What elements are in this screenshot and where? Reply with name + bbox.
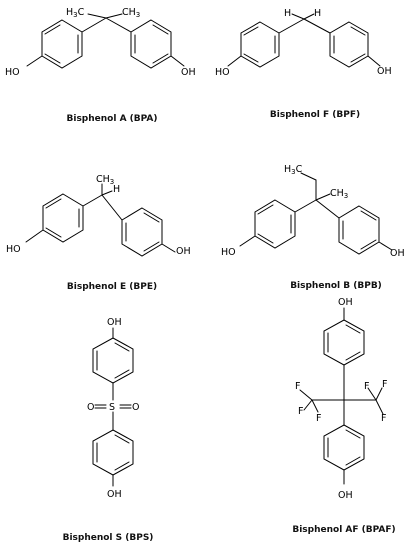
bps-top-ring xyxy=(92,337,134,384)
molecule-bpf: H H HO OH Bisphenol F (BPF) xyxy=(215,8,392,120)
bpa-methyl-right: CH3 xyxy=(122,7,140,19)
bpb-left-ring xyxy=(254,199,296,249)
bpa-hydroxyl-left: HO xyxy=(5,67,20,78)
molecule-bpa: H3C CH3 HO OH Bisphenol A (BPA) xyxy=(5,7,196,124)
bpb-ethyl-methyl: H3C xyxy=(284,164,303,176)
bpaf-top-ring xyxy=(323,319,365,366)
bpaf-caption: Bisphenol AF (BPAF) xyxy=(292,525,395,535)
bps-hydroxyl-bottom: OH xyxy=(107,489,122,500)
bpa-methyl-left: H3C xyxy=(66,7,85,19)
bpb-hydroxyl-left: HO xyxy=(221,247,236,258)
bpaf-fluorine-5: F xyxy=(382,379,387,390)
molecule-bpb: H3C CH3 HO OH Bisphenol B (BPB) xyxy=(221,164,405,291)
molecule-bpe: CH3 H HO OH Bisphenol E (BPE) xyxy=(6,174,191,292)
bpb-methyl: CH3 xyxy=(330,188,348,200)
bpf-hydrogen-right: H xyxy=(314,8,321,19)
bps-oxygen-right: O xyxy=(132,402,139,413)
bpe-hydroxyl-right: OH xyxy=(176,246,191,257)
bpa-caption: Bisphenol A (BPA) xyxy=(67,114,158,124)
bpe-left-ring xyxy=(42,193,84,243)
bpe-methyl: CH3 xyxy=(96,174,114,186)
bps-sulfur: S xyxy=(109,402,115,413)
bpaf-fluorine-2: F xyxy=(298,406,303,417)
bpf-hydroxyl-left: HO xyxy=(215,67,230,78)
bpf-hydroxyl-right: OH xyxy=(377,66,392,77)
molecule-bps: OH O S O OH Bisphenol S (BPS) xyxy=(63,317,154,543)
bpa-hydroxyl-right: OH xyxy=(181,67,196,78)
bpaf-fluorine-6: F xyxy=(381,413,386,424)
bpb-right-ring xyxy=(338,205,380,255)
bpf-hydrogen-left: H xyxy=(284,8,291,19)
bpaf-fluorine-1: F xyxy=(295,381,300,392)
bpf-left-ring xyxy=(240,21,280,68)
bps-bottom-ring xyxy=(92,429,134,476)
bpaf-bottom-ring xyxy=(323,424,365,471)
bpf-right-ring xyxy=(329,21,369,68)
bpe-right-ring xyxy=(121,207,163,257)
molecule-bpaf: OH F F F F F F OH Bisphenol AF (BPAF) xyxy=(292,297,395,535)
bpe-caption: Bisphenol E (BPE) xyxy=(67,282,157,292)
bpb-hydroxyl-right: OH xyxy=(390,248,405,259)
bpaf-fluorine-4: F xyxy=(364,381,369,392)
bps-caption: Bisphenol S (BPS) xyxy=(63,533,154,543)
bpf-caption: Bisphenol F (BPF) xyxy=(270,110,360,120)
bps-oxygen-left: O xyxy=(87,402,94,413)
bpb-caption: Bisphenol B (BPB) xyxy=(290,281,382,291)
bps-hydroxyl-top: OH xyxy=(107,317,122,328)
bpaf-fluorine-3: F xyxy=(316,413,321,424)
bpa-right-ring xyxy=(130,19,172,69)
bpaf-hydroxyl-top: OH xyxy=(338,297,353,308)
bpe-hydrogen: H xyxy=(113,184,120,195)
bpa-left-ring xyxy=(41,19,83,69)
bpe-hydroxyl-left: HO xyxy=(6,244,21,255)
bpaf-hydroxyl-bottom: OH xyxy=(338,490,353,501)
